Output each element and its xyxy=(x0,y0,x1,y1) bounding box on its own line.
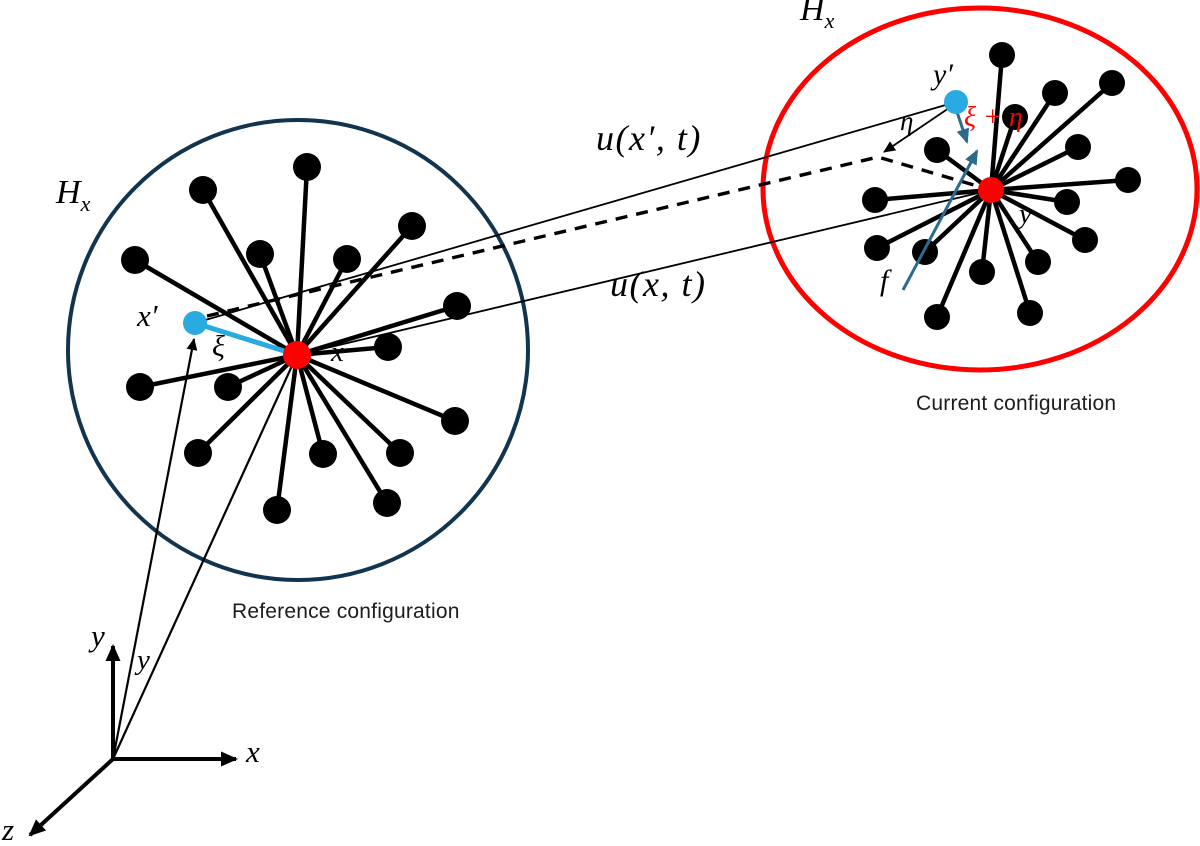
axis-z-label: z xyxy=(2,812,15,846)
current-material-point xyxy=(1042,80,1068,106)
reference-bond xyxy=(257,253,300,356)
current-material-point xyxy=(1115,167,1141,193)
reference-bond xyxy=(294,354,326,455)
xi-plus-eta-label: ξ + η xyxy=(964,102,1023,133)
current-bond xyxy=(990,177,1129,193)
current-material-point xyxy=(862,187,888,213)
y-prime-label: y′ xyxy=(933,58,953,91)
current-bond xyxy=(989,91,1057,192)
axis-x-label: x xyxy=(246,734,260,769)
reference-bond xyxy=(294,166,310,356)
current-bond xyxy=(874,187,992,203)
current-material-point xyxy=(1002,104,1028,130)
current-configuration-caption: Current configuration xyxy=(916,392,1117,415)
layer-circles-bonds xyxy=(66,5,1200,582)
reference-material-point xyxy=(386,439,414,467)
reference-bond xyxy=(296,344,389,358)
y-center-label: y xyxy=(1019,198,1032,230)
reference-center-point xyxy=(283,341,311,369)
reference-horizon-circle xyxy=(66,118,530,582)
current-satellite-point xyxy=(944,90,968,114)
x-center-label: x xyxy=(331,336,344,368)
eta-vector xyxy=(883,105,953,153)
axis-z xyxy=(28,757,115,837)
current-horizon-circle xyxy=(760,5,1200,373)
reference-material-point xyxy=(121,246,149,274)
reference-material-point xyxy=(374,333,402,361)
current-bond xyxy=(988,54,1005,191)
reference-material-point xyxy=(373,489,401,517)
axis-y-label: y xyxy=(91,618,105,653)
reference-material-point xyxy=(189,176,217,204)
reference-bond xyxy=(196,353,299,455)
reference-material-point xyxy=(263,496,291,524)
current-bond xyxy=(989,188,1087,242)
current-material-point xyxy=(912,239,938,265)
current-material-point xyxy=(1054,189,1080,215)
layer-key-points xyxy=(183,90,1004,369)
current-material-point xyxy=(864,235,890,261)
horizon-label-reference: Hx xyxy=(56,174,91,216)
reference-material-point xyxy=(441,407,469,435)
current-bond xyxy=(979,189,994,273)
reference-configuration-caption: Reference configuration xyxy=(232,600,460,623)
current-material-point xyxy=(1072,227,1098,253)
reference-bond xyxy=(296,352,456,424)
reference-bond xyxy=(295,224,414,357)
reference-bond xyxy=(296,303,458,358)
displacement-x-label: u(x, t) xyxy=(610,264,707,304)
u-x-line xyxy=(296,189,992,356)
current-bond xyxy=(875,187,993,251)
current-material-point xyxy=(924,137,950,163)
origin-to-x xyxy=(111,356,298,760)
reference-xi-bond xyxy=(192,320,300,358)
reference-material-point xyxy=(214,373,242,401)
reference-bond xyxy=(201,188,299,357)
reference-bond xyxy=(133,258,299,357)
reference-material-point xyxy=(443,292,471,320)
current-bond xyxy=(989,81,1114,192)
current-material-point xyxy=(924,304,950,330)
current-material-point xyxy=(969,259,995,285)
reference-material-point xyxy=(333,245,361,273)
force-vector-up xyxy=(901,149,979,291)
eta-vector-label: η xyxy=(900,106,914,136)
layer-connectors xyxy=(28,101,992,837)
current-bond xyxy=(923,188,993,254)
x-prime-label: x′ xyxy=(137,298,158,333)
position-vector-y-label: y xyxy=(137,644,150,676)
current-material-point xyxy=(1017,300,1043,326)
reference-bond xyxy=(295,257,349,357)
reference-bond xyxy=(274,354,300,511)
reference-material-point xyxy=(293,153,321,181)
reference-bond xyxy=(295,353,389,505)
reference-material-point xyxy=(246,240,274,268)
displacement-xprime-label: u(x′, t) xyxy=(596,118,702,158)
reference-material-point xyxy=(398,212,426,240)
current-material-point xyxy=(989,42,1015,68)
reference-material-point xyxy=(184,439,212,467)
current-center-point xyxy=(978,177,1004,203)
origin-to-xprime xyxy=(111,338,198,760)
current-bond xyxy=(990,144,1079,193)
reference-material-point xyxy=(309,440,337,468)
current-material-point xyxy=(1065,134,1091,160)
reference-material-point xyxy=(126,373,154,401)
xi-bond-label: ξ xyxy=(212,330,225,363)
current-material-point xyxy=(1099,70,1125,96)
force-vector-down xyxy=(955,111,970,144)
current-material-point xyxy=(1025,249,1051,275)
current-bond xyxy=(989,188,1040,264)
current-bond xyxy=(934,189,994,318)
u-xprime-line xyxy=(194,101,957,324)
current-bond xyxy=(988,189,1033,314)
reference-bond xyxy=(139,352,298,390)
horizon-label-current: Hx xyxy=(800,0,835,33)
reference-satellite-point xyxy=(183,311,207,335)
force-label: f xyxy=(880,264,889,297)
reference-bond xyxy=(295,353,402,455)
